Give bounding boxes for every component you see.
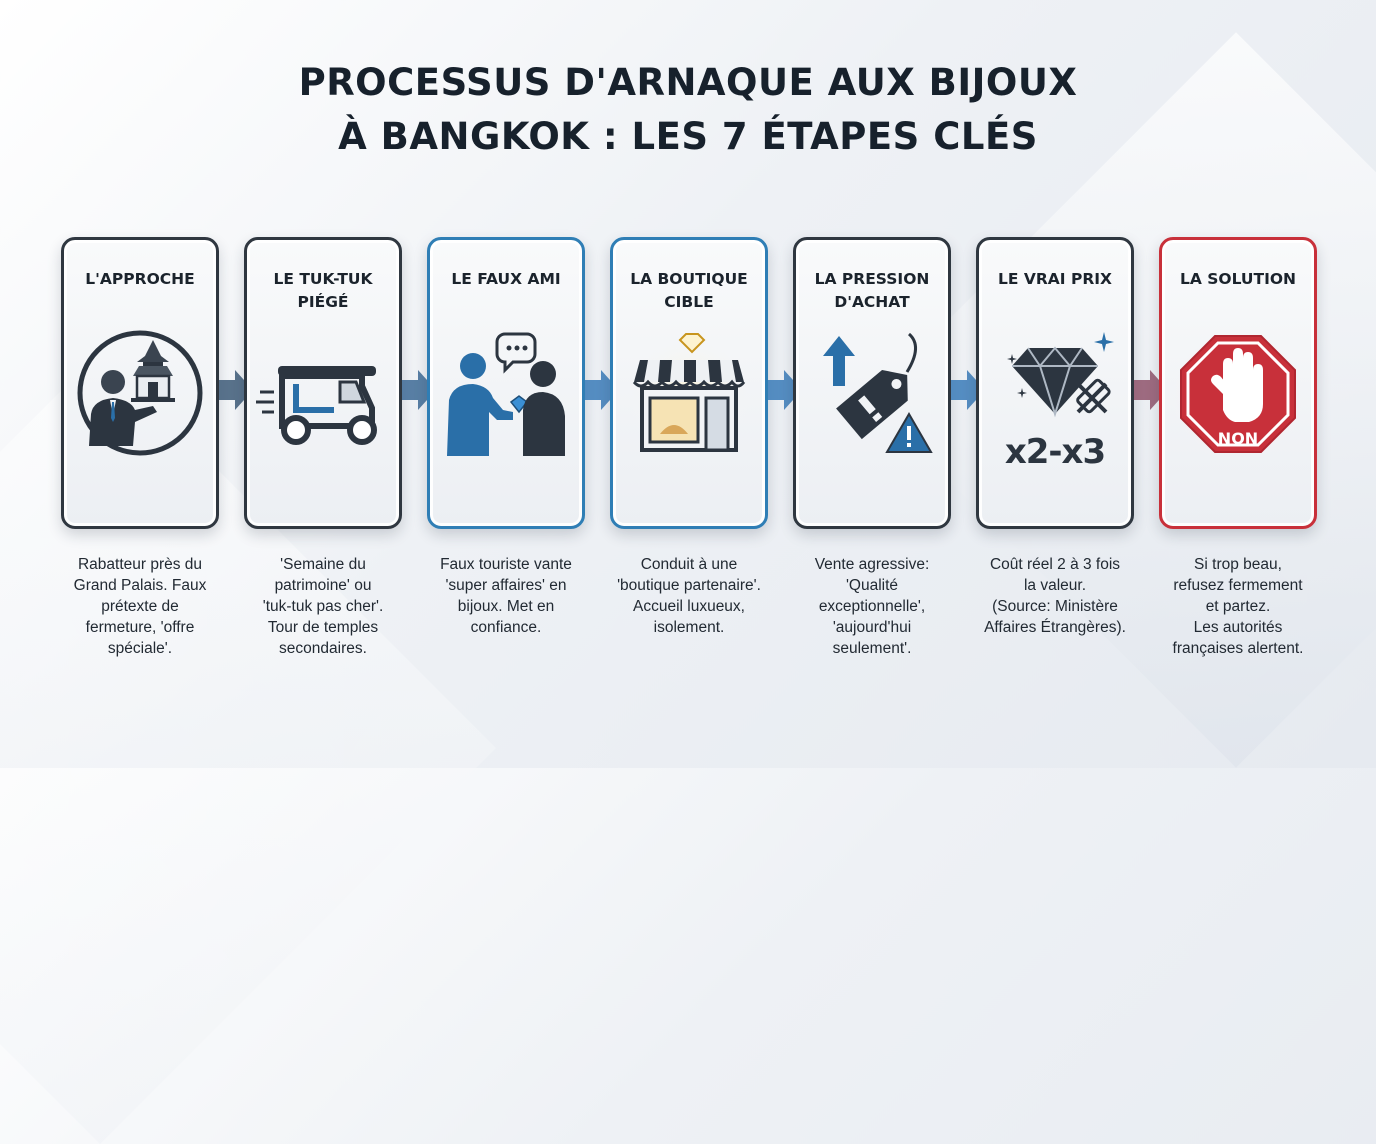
desc-line: fermeture, 'offre [85,619,195,636]
step-description: Rabatteur près du Grand Palais. Faux pré… [50,554,230,659]
tuk-tuk-icon [256,326,390,460]
step-description: Coût réel 2 à 3 fois la valeur. (Source:… [965,554,1145,638]
step-description: Conduit à une 'boutique partenaire'. Acc… [599,554,779,638]
step-title-line: LA SOLUTION [1179,270,1296,288]
desc-line: bijoux. Met en [457,598,555,615]
desc-line: 'tuk-tuk pas cher'. [262,598,384,615]
desc-line: Coût réel 2 à 3 fois [989,556,1121,573]
step-title-line: PIÉGÉ [297,293,349,311]
page-title-line-1: PROCESSUS D'ARNAQUE AUX BIJOUX [298,61,1078,104]
desc-line: (Source: Ministère [992,598,1118,615]
step-description: Vente agressive: 'Qualité exceptionnelle… [782,554,962,659]
step-title-line: CIBLE [664,293,714,311]
step-card-approach: L'APPROCHE [61,237,219,529]
multiplier-text: x2-x3 [1004,432,1106,472]
step-title: LA PRESSION D'ACHAT [802,268,942,314]
desc-line: secondaires. [279,640,367,657]
desc-line: Rabatteur près du [77,556,203,573]
arrow-right-icon [1134,368,1168,412]
step-description: 'Semaine du patrimoine' ou 'tuk-tuk pas … [233,554,413,659]
desc-line: Conduit à une [640,556,738,573]
arrow-right-icon [219,368,253,412]
stop-sign-text: NON [1217,429,1259,448]
desc-line: Accueil luxueux, [632,598,745,615]
step-title-line: LA PRESSION [814,270,930,288]
step-description: Si trop beau, refusez fermement et parte… [1148,554,1328,659]
desc-line: confiance. [470,619,542,636]
step-title: LE FAUX AMI [436,268,576,291]
desc-line: Tour de temples [267,619,379,636]
desc-line: 'boutique partenaire'. [617,577,761,594]
desc-line: exceptionnelle', [818,598,926,615]
arrow-right-icon [951,368,985,412]
step-title: LE VRAI PRIX [985,268,1125,291]
desc-line: isolement. [653,619,725,636]
desc-line: la valeur. [1023,577,1087,594]
desc-line: Faux touriste vante [440,556,572,573]
page-title: PROCESSUS D'ARNAQUE AUX BIJOUX À BANGKOK… [0,56,1376,164]
desc-line: Vente agressive: [814,556,930,573]
desc-line: Si trop beau, [1194,556,1282,573]
step-title-line: LE VRAI PRIX [998,270,1112,288]
page-title-line-2: À BANGKOK : LES 7 ÉTAPES CLÉS [338,115,1038,158]
step-title-line: L'APPROCHE [85,270,195,288]
desc-line: 'Semaine du [280,556,366,573]
step-title-line: D'ACHAT [834,293,910,311]
fake-friend-icon [439,326,573,460]
price-tag-warning-icon [805,326,939,460]
desc-line: Affaires Étrangères). [984,619,1126,636]
desc-line: patrimoine' ou [274,577,372,594]
desc-line: 'super affaires' en [445,577,567,594]
step-card-real-price: LE VRAI PRIX x2-x3 [976,237,1134,529]
step-title-line: LE FAUX AMI [451,270,561,288]
step-card-solution: LA SOLUTION NON [1159,237,1317,529]
step-title: L'APPROCHE [70,268,210,291]
step-description: Faux touriste vante 'super affaires' en … [416,554,596,638]
desc-line: françaises alertent. [1172,640,1304,657]
arrow-right-icon [585,368,619,412]
step-card-shop: LA BOUTIQUE CIBLE [610,237,768,529]
step-title: LA BOUTIQUE CIBLE [619,268,759,314]
desc-line: Les autorités [1193,619,1283,636]
desc-line: refusez fermement [1173,577,1303,594]
step-title-line: LA BOUTIQUE [630,270,748,288]
step-card-fake-friend: LE FAUX AMI [427,237,585,529]
desc-line: 'aujourd'hui [832,619,912,636]
step-title: LE TUK-TUK PIÉGÉ [253,268,393,314]
arrow-right-icon [402,368,436,412]
step-card-tuk-tuk: LE TUK-TUK PIÉGÉ [244,237,402,529]
shop-icon [622,326,756,460]
step-title-line: LE TUK-TUK [273,270,373,288]
tout-approach-icon [73,326,207,460]
desc-line: spéciale'. [107,640,173,657]
desc-line: prétexte de [101,598,179,615]
arrow-right-icon [768,368,802,412]
stop-hand-icon [1171,326,1305,460]
step-card-pressure: LA PRESSION D'ACHAT [793,237,951,529]
desc-line: seulement'. [832,640,912,657]
desc-line: et partez. [1205,598,1271,615]
diamond-price-icon [988,326,1122,460]
desc-line: Grand Palais. Faux [73,577,207,594]
desc-line: 'Qualité [845,577,899,594]
step-title: LA SOLUTION [1168,268,1308,291]
